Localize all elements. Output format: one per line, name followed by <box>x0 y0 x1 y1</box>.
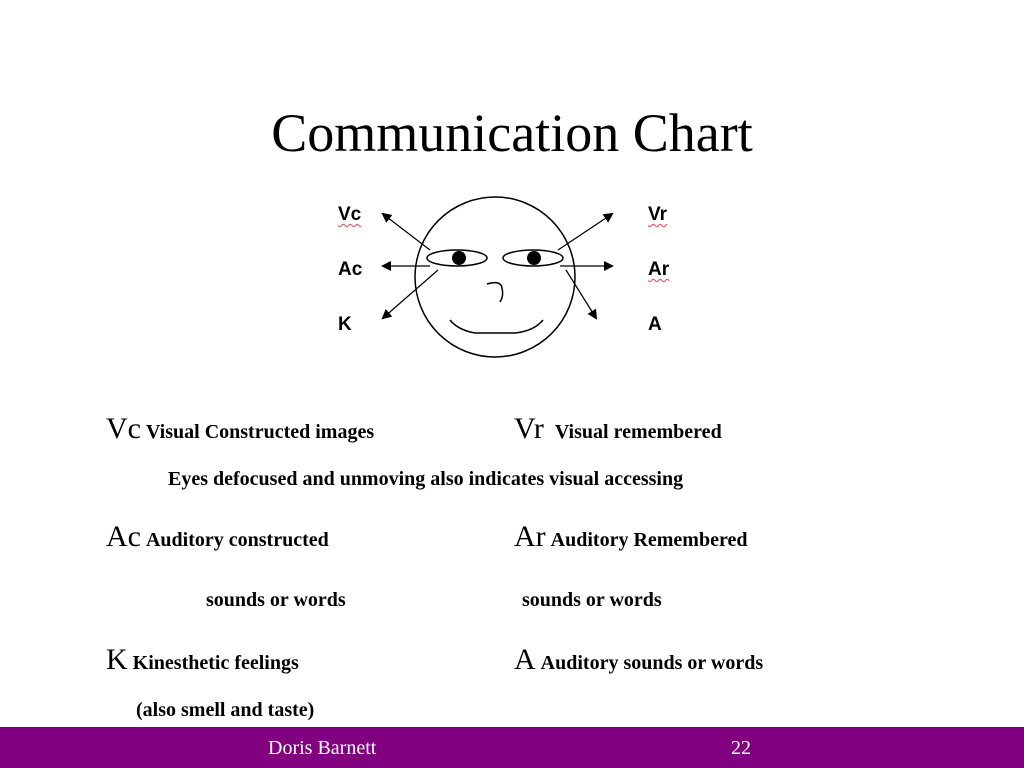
desc-a: Auditory sounds or words <box>540 652 764 674</box>
desc-ac: Auditory constructed <box>145 529 329 551</box>
face-icon <box>381 196 614 358</box>
desc-vc: Visual Constructed images <box>145 421 375 443</box>
diagram-label-vc: Vc <box>338 204 362 225</box>
abbr-vc: Vc <box>106 412 141 445</box>
row-vr: Vr Visual remembered <box>514 412 722 446</box>
slide-footer: Doris Barnett 22 <box>0 727 1024 768</box>
diagram-label-a: A <box>648 314 662 335</box>
row-a: A Auditory sounds or words <box>514 643 763 677</box>
row-k: K Kinesthetic feelings <box>106 643 299 677</box>
row-vc: Vc Visual Constructed images <box>106 412 374 446</box>
ac-subtext: sounds or words <box>206 589 346 611</box>
diagram-label-ar: Ar <box>648 259 670 280</box>
eye-accessing-diagram: Vc Ac K Vr Ar A <box>330 190 690 365</box>
abbr-a: A <box>514 643 536 676</box>
diagram-label-vr: Vr <box>648 204 668 225</box>
k-subtext: (also smell and taste) <box>136 699 315 721</box>
diagram-label-k: K <box>338 314 352 335</box>
footer-page-number: 22 <box>731 737 751 759</box>
row-ar: Ar Auditory Remembered <box>514 520 747 554</box>
ar-subtext: sounds or words <box>522 589 662 611</box>
row-ac: Ac Auditory constructed <box>106 520 329 554</box>
footer-author: Doris Barnett <box>268 737 377 759</box>
abbr-ac: Ac <box>106 520 141 553</box>
abbr-vr: Vr <box>514 412 544 445</box>
abbr-ar: Ar <box>514 520 546 553</box>
abbr-k: K <box>106 643 128 676</box>
diagram-label-ac: Ac <box>338 259 363 280</box>
visual-note: Eyes defocused and unmoving also indicat… <box>168 468 684 490</box>
desc-ar: Auditory Remembered <box>550 529 748 551</box>
desc-vr: Visual remembered <box>554 421 722 443</box>
desc-k: Kinesthetic feelings <box>132 652 299 674</box>
slide-title: Communication Chart <box>271 103 753 163</box>
